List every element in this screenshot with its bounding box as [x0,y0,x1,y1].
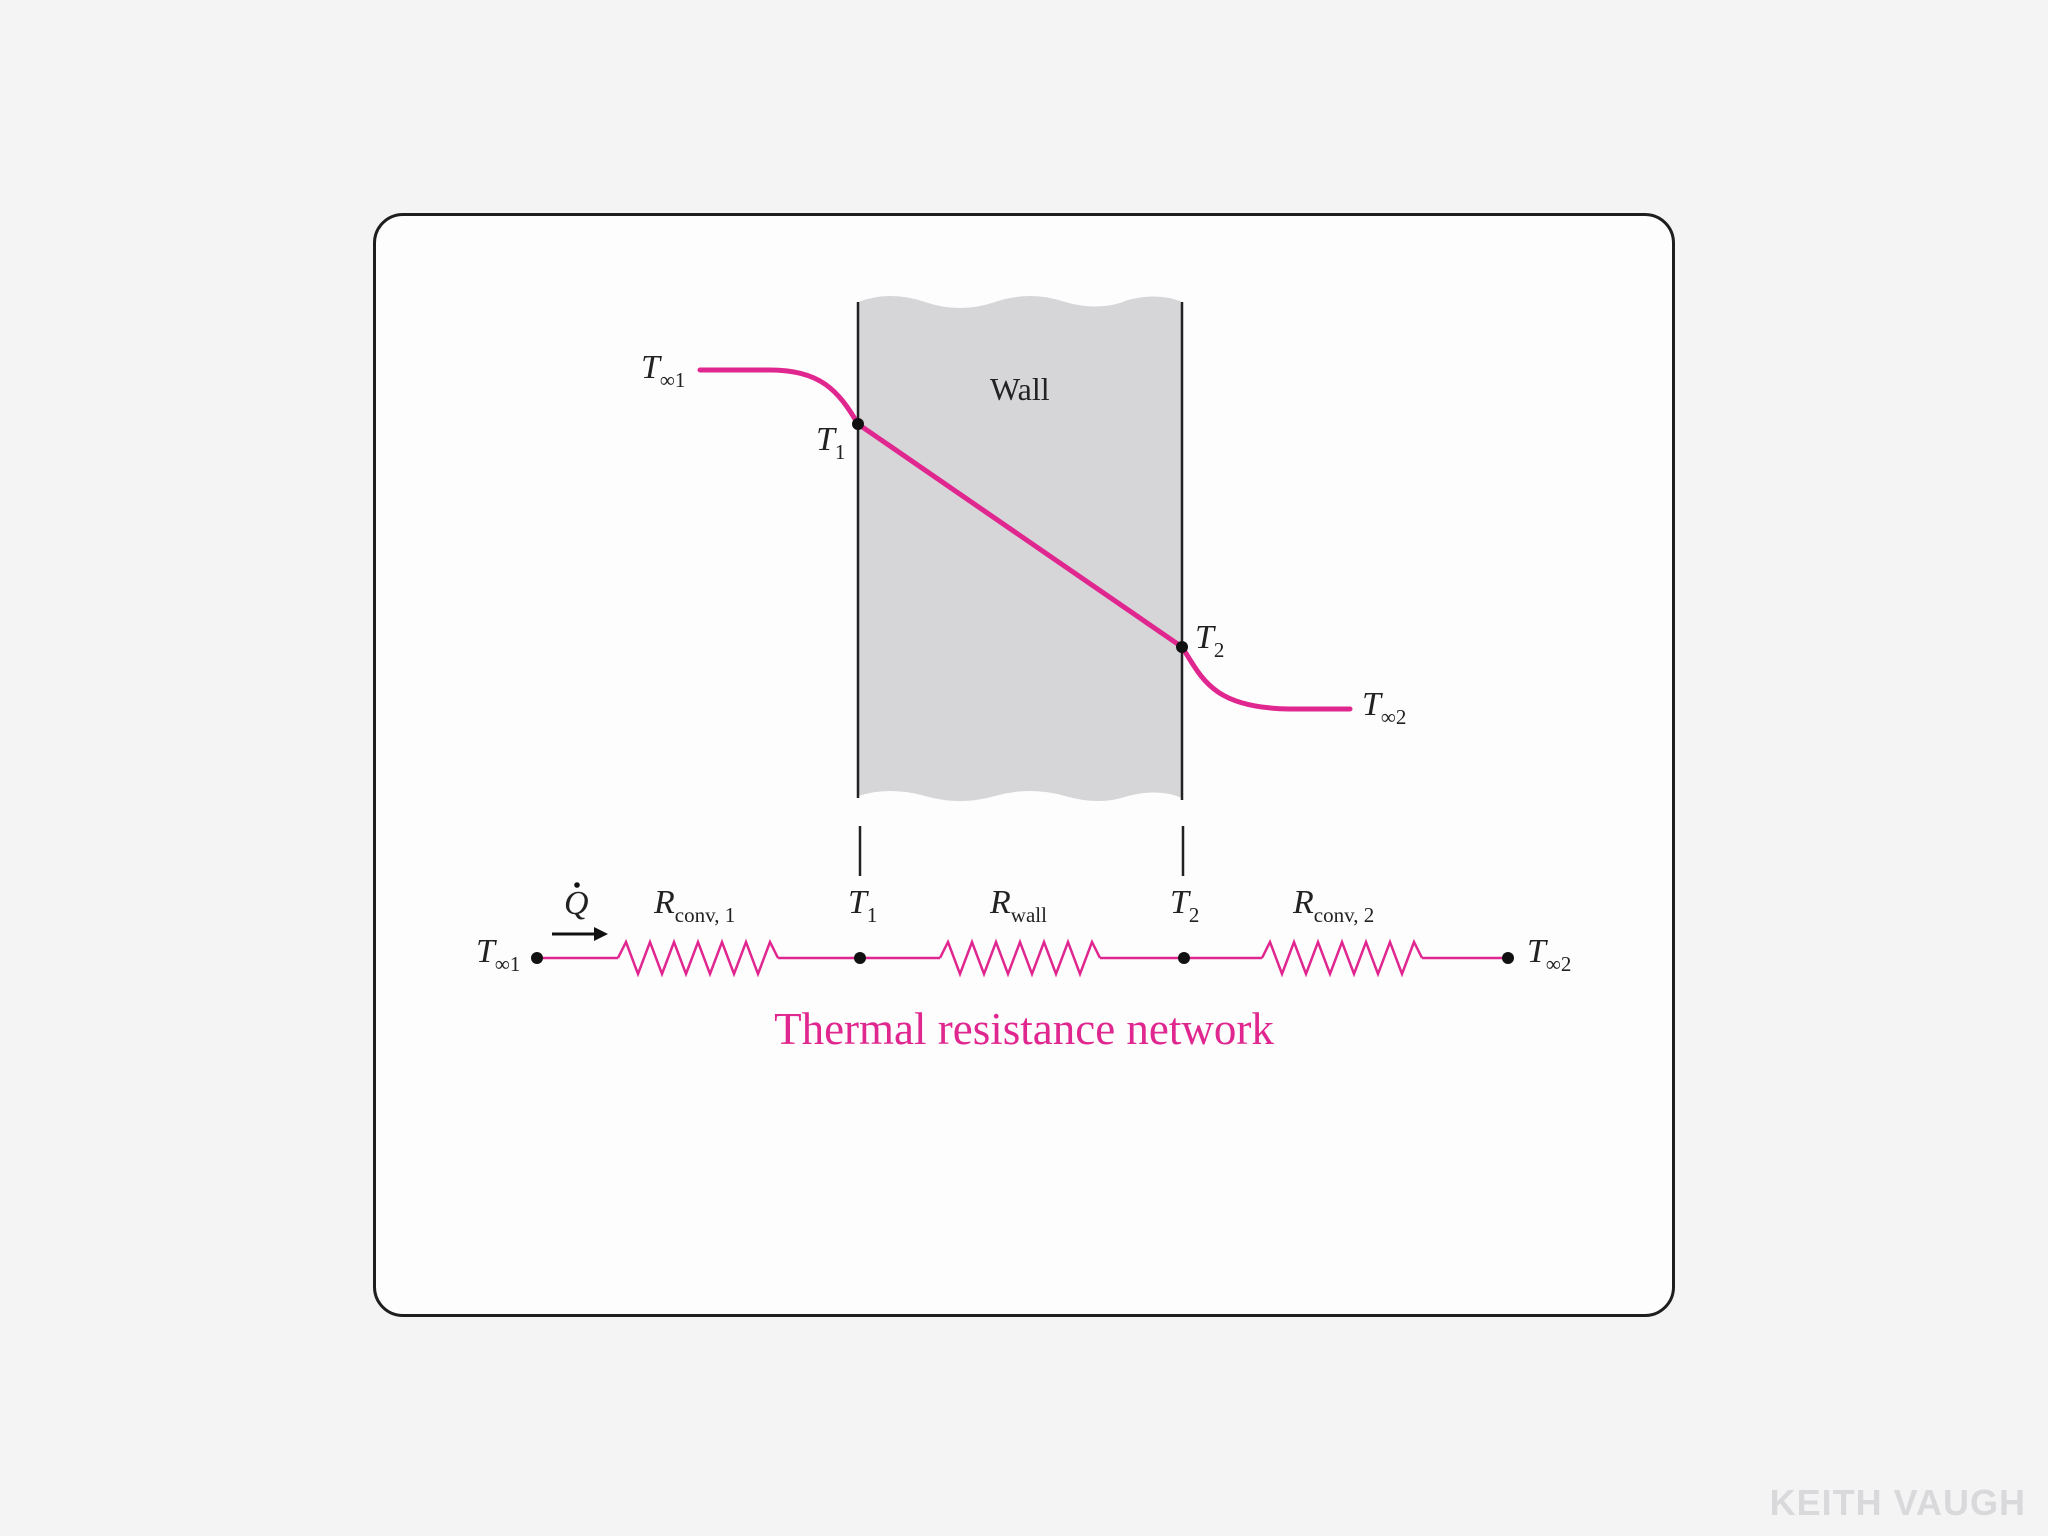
q-dot-overdot [574,882,580,888]
wall-label: Wall [990,371,1050,407]
resistor-r-conv-2 [1260,938,1424,978]
network-label-r-wall: Rwall [989,884,1047,927]
profile-node-t2 [1176,641,1188,653]
network-label-t-2: T2 [1170,884,1199,927]
label-q-dot: Q [564,885,589,922]
network-wire [537,938,1508,978]
profile-label-t-inf-1: T∞1 [641,349,685,392]
network-label-t-inf-2: T∞2 [1527,933,1571,976]
watermark: KEITH VAUGH [1769,1482,2026,1523]
network-label-t-1: T1 [848,884,877,927]
network-node-t-inf-2 [1502,952,1514,964]
resistor-r-wall [938,938,1102,978]
network-label-r-conv-1: Rconv, 1 [653,884,735,927]
network-label-t-inf-1: T∞1 [476,933,520,976]
wall-body [858,296,1182,801]
network-node-t-inf-1 [531,952,543,964]
heat-flow-arrowhead [594,927,608,941]
network-node-t2 [1178,952,1190,964]
resistor-r-conv-1 [616,938,780,978]
profile-node-t1 [852,418,864,430]
profile-label-t-2: T2 [1195,619,1224,662]
profile-label-t-1: T1 [816,421,845,464]
network-label-r-conv-2: Rconv, 2 [1292,884,1374,927]
diagram-caption: Thermal resistance network [774,1004,1274,1054]
profile-label-t-inf-2: T∞2 [1362,686,1406,729]
network-node-t1 [854,952,866,964]
